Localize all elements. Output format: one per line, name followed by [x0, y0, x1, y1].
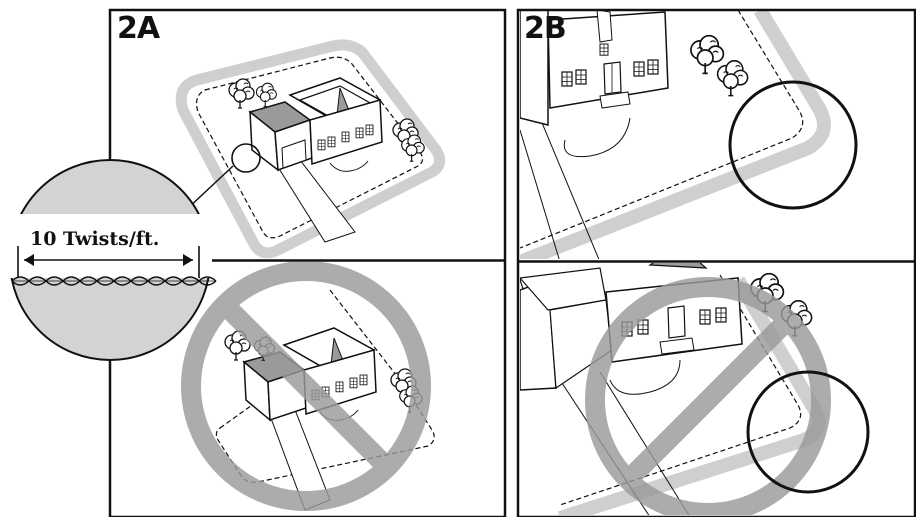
house-2b-top: [520, 11, 669, 126]
twist-detail-circle: [231, 143, 261, 173]
panel-label-2a: 2A: [117, 11, 160, 46]
boundary-band: [175, 39, 446, 259]
twist-callout: [8, 159, 217, 361]
boundary-wire-dashed: [195, 56, 424, 239]
twisted-wire: [11, 276, 217, 286]
twist-rate-label: 10 Twists/ft.: [30, 228, 160, 250]
panel-2b-top: [520, 11, 858, 259]
house-2b-bottom: [520, 263, 743, 391]
panel-2b-bottom: [520, 263, 870, 515]
callout-connector: [185, 165, 234, 211]
prohibition-symbol: [585, 277, 831, 515]
corner-detail-circle: [746, 370, 870, 494]
corner-detail-circle: [728, 80, 858, 210]
panel-2a-bottom: [181, 262, 435, 511]
panel-label-2b: 2B: [524, 11, 567, 46]
house-2a-top: [248, 77, 383, 172]
prohibition-symbol: [181, 262, 431, 511]
panel-2a-top: [175, 39, 446, 259]
